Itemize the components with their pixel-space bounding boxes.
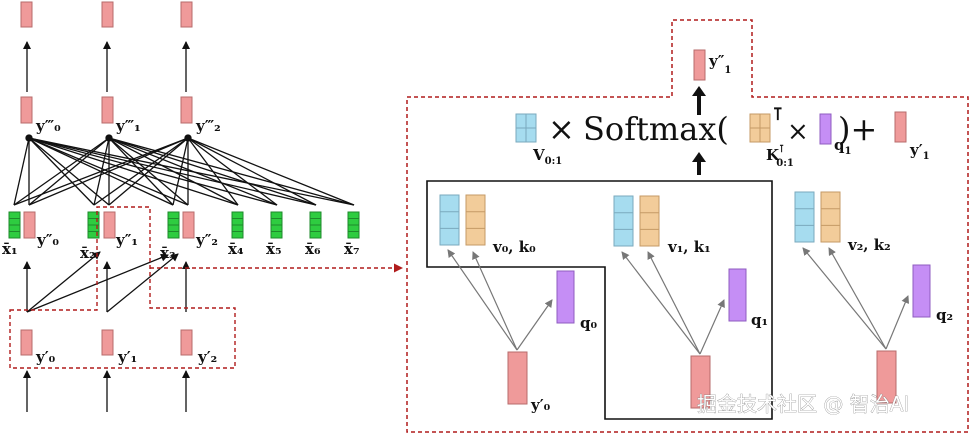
v-block-2 <box>794 191 815 243</box>
fan-line-1 <box>108 137 278 206</box>
k-label: K⊺0:1 <box>766 144 794 169</box>
x-label-7: x̄₇ <box>344 240 360 258</box>
left-network: y‴₀ y‴₁ y‴₂ y″₀ y″₁ y″₂ x̄₁ x̄₂ x̄₃ x̄₄ … <box>2 1 403 412</box>
vk-label-0: v₀, k₀ <box>492 238 536 256</box>
projection-arrows <box>447 247 910 355</box>
k-matrix-icon <box>749 113 771 143</box>
q-blocks <box>556 264 931 324</box>
attention-window-region <box>426 180 773 420</box>
projection-arrow-0 <box>472 251 518 351</box>
y-double-block-2 <box>182 211 195 239</box>
fan-line-0 <box>13 137 30 206</box>
fan-line-2 <box>93 137 189 206</box>
output-label: y″1 <box>708 52 731 76</box>
y-triple-label-2: y‴₂ <box>195 117 221 135</box>
fan-line-0 <box>28 137 278 206</box>
fan-line-2 <box>13 137 189 206</box>
q-block <box>819 113 832 145</box>
y-single-blocks <box>20 329 193 356</box>
projection-arrow-1 <box>699 299 725 355</box>
output-block <box>693 49 706 81</box>
attention-fan-lines <box>13 134 355 206</box>
formula: × Softmax( ⊺ × )+ V0:1 K⊺0:1 q1 y′1 <box>515 104 930 169</box>
y-prime-formula-label: y′1 <box>909 141 930 162</box>
y-triple-blocks <box>20 96 193 124</box>
v-block-0 <box>439 194 460 246</box>
projection-arrow-0 <box>516 299 553 351</box>
x-label-2: x̄₂ <box>80 244 96 262</box>
y-single-label-2: y′₂ <box>197 348 217 366</box>
x-label-6: x̄₆ <box>305 240 321 258</box>
x-label-1: x̄₁ <box>2 240 18 258</box>
projection-arrow-1 <box>647 251 701 355</box>
watermark: 掘金技术社区 @ 智治AI <box>697 392 909 416</box>
v-label: V0:1 <box>532 146 562 167</box>
input-arrows <box>23 370 190 412</box>
projection-arrow-2 <box>802 247 887 350</box>
fan-line-0 <box>28 137 239 206</box>
y-double-block-1 <box>103 211 116 239</box>
y-prime-panel-label-0: y′₀ <box>530 396 551 414</box>
top-arrows <box>23 41 190 92</box>
fan-line-2 <box>187 137 317 206</box>
zoom-panel-border <box>406 19 969 433</box>
y-double-label-1: y″₁ <box>115 231 138 249</box>
y-single-label-1: y′₁ <box>117 348 137 366</box>
fan-line-2 <box>187 137 278 206</box>
attention-node-1 <box>105 134 113 142</box>
v-block-1 <box>613 195 634 247</box>
y-prime-panel-blocks <box>507 350 897 409</box>
k-block-1 <box>639 195 660 247</box>
attention-node-0 <box>25 134 33 142</box>
fan-line-1 <box>13 137 110 206</box>
y-triple-label-0: y‴₀ <box>35 117 61 135</box>
y-double-block-0 <box>23 211 36 239</box>
fan-line-2 <box>187 137 239 206</box>
y-double-label-0: y″₀ <box>36 231 59 249</box>
close-plus: )+ <box>838 110 877 148</box>
vk-pairs <box>439 191 841 247</box>
zoom-panel: y″1 × Softmax( ⊺ × )+ <box>406 19 969 433</box>
k-block-0 <box>465 194 486 246</box>
y-prime-block <box>894 111 907 143</box>
fan-line-2 <box>28 137 189 206</box>
vk-label-1: v₁, k₁ <box>667 238 711 256</box>
q-label-1: q₁ <box>751 311 768 329</box>
dashed-selection-region <box>9 206 236 369</box>
y-double-label-2: y″₂ <box>195 231 218 249</box>
fan-line-2 <box>172 137 189 206</box>
transpose-symbol: ⊺ <box>773 104 783 125</box>
top-output-blocks <box>20 1 193 28</box>
middle-token-row <box>8 211 360 239</box>
q1-formula-label: q1 <box>834 136 851 157</box>
x-label-5: x̄₅ <box>266 240 282 258</box>
y-triple-label-1: y‴₁ <box>115 117 141 135</box>
fan-line-2 <box>187 137 355 206</box>
attention-node-2 <box>184 134 192 142</box>
y-single-label-0: y′₀ <box>35 348 56 366</box>
v-matrix-icon <box>515 113 537 143</box>
k-block-2 <box>820 191 841 243</box>
q-label-0: q₀ <box>580 314 597 332</box>
projection-arrow-0 <box>447 249 518 351</box>
fan-line-2 <box>108 137 189 206</box>
projection-arrow-2 <box>828 247 887 350</box>
vk-label-2: v₂, k₂ <box>847 236 891 254</box>
x-label-3: x̄₃ <box>160 244 176 262</box>
fan-line-1 <box>108 137 239 206</box>
projection-arrow-2 <box>885 295 910 350</box>
times-symbol-1: × <box>548 110 575 148</box>
x-label-4: x̄₄ <box>228 240 244 258</box>
times-symbol-2: × <box>787 117 809 147</box>
q-label-2: q₂ <box>936 306 953 324</box>
thick-arrows <box>692 86 706 175</box>
projection-arrow-1 <box>621 251 701 355</box>
softmax-text: Softmax( <box>583 110 729 148</box>
